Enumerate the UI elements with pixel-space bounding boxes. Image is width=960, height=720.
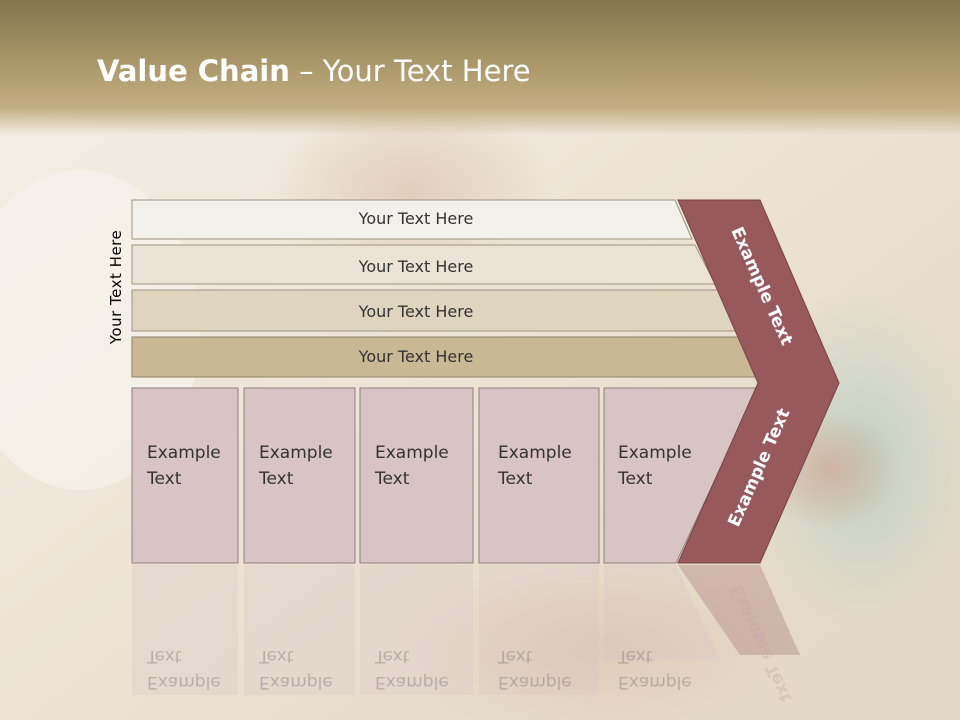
box-1 [131,387,239,564]
chevron-arrow [677,199,840,564]
box-label-2-line1: Example [259,443,333,463]
box-label-4-line2: Text [498,469,533,489]
title-bold: Value Chain [97,54,290,88]
reflection-shapes [132,565,800,695]
reflect-label-1-line1: Example [147,672,221,692]
slide-title: Value Chain – Your Text Here [97,54,531,88]
reflect-label-2: Example Text [259,643,333,695]
box-label-5-line2: Text [618,469,653,489]
row-label-2: Your Text Here [358,257,474,276]
reflect-label-5: Example Text [618,643,692,695]
box-label-2-line2: Text [259,469,294,489]
box-label-2: Example Text [259,440,359,492]
title-rest: – Your Text Here [289,54,531,88]
box-label-1-line1: Example [147,443,221,463]
row-label-3: Your Text Here [358,302,474,321]
reflection-inner: Example Text Example Text Example Text E… [0,565,960,720]
reflect-label-3-line1: Example [375,672,449,692]
box-label-3-line2: Text [375,469,410,489]
reflect-label-5-line2: Text [618,646,653,666]
reflect-label-1: Example Text [147,643,221,695]
reflect-label-1-line2: Text [147,646,182,666]
reflection: Example Text Example Text Example Text E… [0,565,960,720]
reflect-label-3-line2: Text [375,646,410,666]
row-label-4: Your Text Here [358,347,474,366]
box-label-1: Example Text [147,440,247,492]
box-label-4-line1: Example [498,443,572,463]
box-label-1-line2: Text [147,469,182,489]
reflect-label-5-line1: Example [618,672,692,692]
reflect-label-4: Example Text [498,643,572,695]
box-label-3: Example Text [375,440,475,492]
box-3 [359,387,474,564]
box-5 [603,387,759,564]
reflect-label-4-line1: Example [498,672,572,692]
box-2 [243,387,356,564]
reflect-label-2-line1: Example [259,672,333,692]
row-bar-1 [131,199,693,240]
reflect-chevron-label: Example Text [726,581,797,706]
box-label-4: Example Text [498,440,598,492]
box-4 [478,387,600,564]
reflect-label-2-line2: Text [259,646,294,666]
box-label-5-line1: Example [618,443,692,463]
reflect-label-4-line2: Text [498,646,533,666]
box-label-5: Example Text [618,440,718,492]
box-label-3-line1: Example [375,443,449,463]
header-band [0,0,960,135]
row-label-1: Your Text Here [358,209,474,228]
reflect-label-3: Example Text [375,643,449,695]
